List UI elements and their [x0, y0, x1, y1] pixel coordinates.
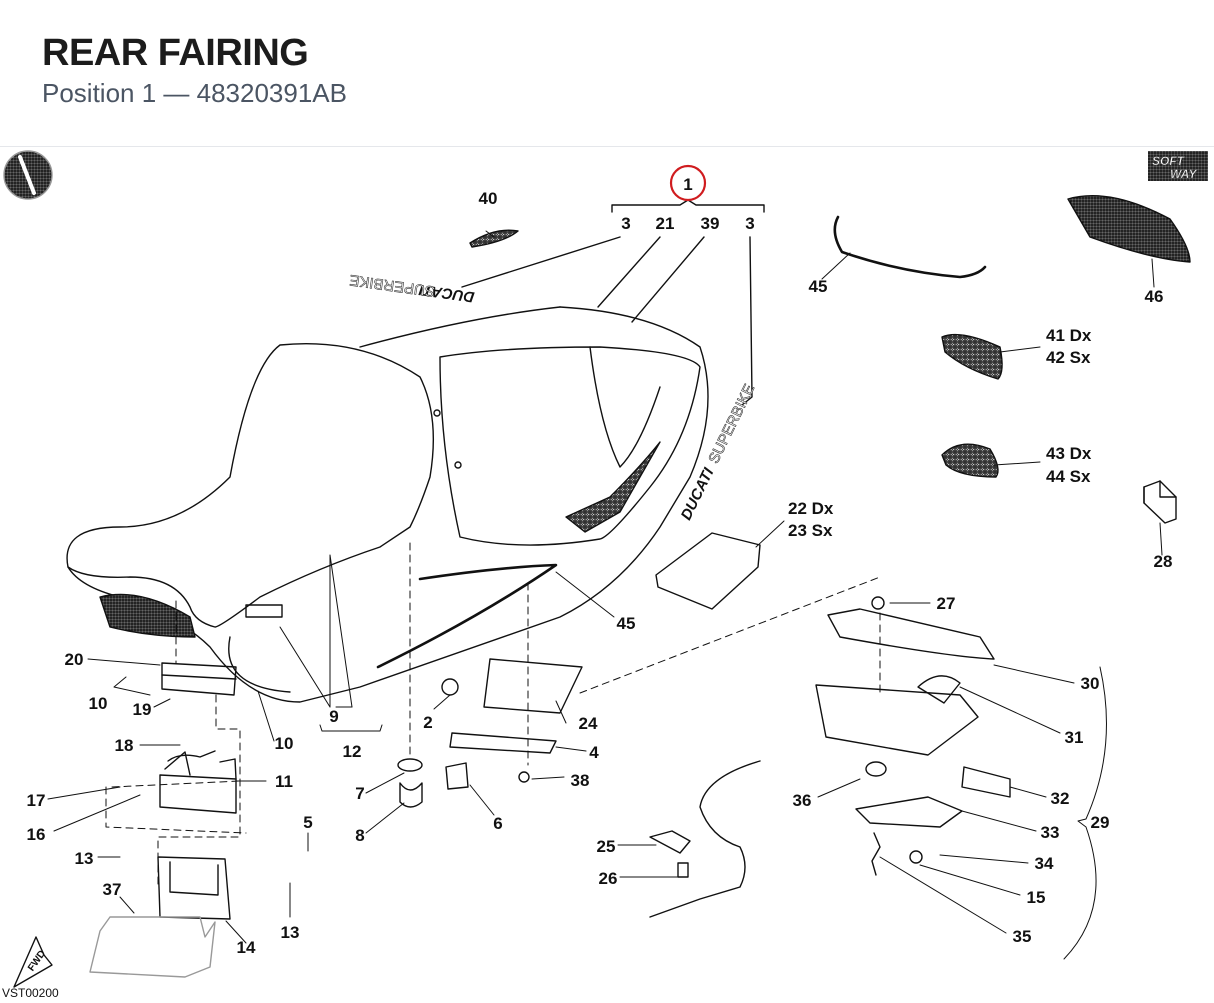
page-subtitle: Position 1 — 48320391AB	[42, 78, 347, 108]
softway-logo: SOFT WAY	[1148, 151, 1208, 181]
softway-logo-line2: WAY	[1170, 167, 1197, 181]
callout-45-body: 45	[617, 614, 636, 633]
callout-24: 24	[579, 714, 598, 733]
seat-fairing-body	[66, 306, 709, 703]
callout-36: 36	[793, 791, 812, 810]
callout-14: 14	[237, 938, 256, 957]
callout-42: 42 Sx	[1046, 348, 1091, 367]
assembly-callout-21: 21	[656, 214, 675, 233]
callout-38: 38	[571, 771, 590, 790]
callout-10-left: 10	[89, 694, 108, 713]
callout-13-right: 13	[281, 923, 300, 942]
callout-26: 26	[599, 869, 618, 888]
center-mount-parts	[397, 658, 583, 808]
part-45-trim-strip-top	[833, 215, 987, 279]
callout-25: 25	[597, 837, 616, 856]
callout-18: 18	[115, 736, 134, 755]
callout-8: 8	[355, 826, 364, 845]
assembly-marker-label: 1	[683, 175, 692, 194]
callout-32: 32	[1051, 789, 1070, 808]
callout-13-left: 13	[75, 849, 94, 868]
callout-34: 34	[1035, 854, 1054, 873]
callout-28: 28	[1154, 552, 1173, 571]
callout-19: 19	[133, 700, 152, 719]
callout-9: 9	[329, 707, 338, 726]
page-title: REAR FAIRING	[42, 32, 309, 74]
callout-7: 7	[355, 784, 364, 803]
part-40-badge	[469, 229, 519, 248]
assembly-callout-3b: 3	[745, 214, 754, 233]
part-28-bracket	[1143, 480, 1177, 524]
callout-15: 15	[1027, 888, 1046, 907]
callout-35: 35	[1013, 927, 1032, 946]
part-46-mesh-panel	[1067, 195, 1191, 263]
callout-31: 31	[1065, 728, 1084, 747]
tail-light-assembly	[649, 596, 1011, 918]
callout-37: 37	[103, 880, 122, 899]
callout-10-right: 10	[275, 734, 294, 753]
seat-latch-assembly: FWD	[13, 604, 283, 988]
assembly-callout-3a: 3	[621, 214, 630, 233]
assembly-marker-circle	[669, 164, 707, 202]
callout-2: 2	[423, 713, 432, 732]
callout-29: 29	[1091, 813, 1110, 832]
callout-46: 46	[1145, 287, 1164, 306]
callout-41: 41 Dx	[1046, 326, 1092, 345]
assembly-callout-39: 39	[701, 214, 720, 233]
callout-20: 20	[65, 650, 84, 669]
callout-40: 40	[479, 189, 498, 208]
drawing-code: VST00200	[2, 986, 59, 1000]
callout-45-top: 45	[809, 277, 828, 296]
page-header: REAR FAIRING Position 1 — 48320391AB	[0, 0, 1214, 146]
callout-4: 4	[589, 743, 599, 762]
softway-logo-line1: SOFT	[1152, 154, 1186, 168]
exploded-parts-diagram: SOFT WAY 1 3 21 39 3 DUCATI SUPERBIKE DU…	[3, 150, 1208, 988]
callout-6: 6	[493, 814, 502, 833]
ducati-superbike-decal-side: DUCATI SUPERBIKE	[678, 381, 759, 523]
part-43-44-grille	[941, 443, 999, 478]
callout-17: 17	[27, 791, 46, 810]
callout-5: 5	[303, 813, 312, 832]
header-divider	[0, 146, 1214, 147]
callout-23: 23 Sx	[788, 521, 833, 540]
ducati-superbike-decal-top: DUCATI SUPERBIKE	[348, 271, 475, 306]
ducati-corner-logo	[3, 150, 53, 200]
decal-side-superbike: SUPERBIKE	[705, 382, 758, 467]
callout-16: 16	[27, 825, 46, 844]
callout-12: 12	[343, 742, 362, 761]
assembly-guide-lines	[105, 542, 881, 888]
fwd-arrow-icon	[13, 936, 53, 988]
callout-30: 30	[1081, 674, 1100, 693]
callout-11: 11	[275, 772, 293, 791]
decal-side-ducati: DUCATI	[678, 465, 718, 523]
callout-33: 33	[1041, 823, 1060, 842]
decal-top-superbike: SUPERBIKE	[349, 271, 436, 300]
assembly-bracket: 1 3 21 39 3	[461, 164, 765, 406]
callout-27: 27	[937, 594, 956, 613]
part-callouts: 40 45 46 41 Dx 42 Sx 43 Dx 44 Sx 28 22 D…	[27, 189, 1173, 957]
callout-43: 43 Dx	[1046, 444, 1092, 463]
callout-44: 44 Sx	[1046, 467, 1091, 486]
part-41-42-grille	[941, 333, 1003, 380]
part-22-23-pad	[655, 532, 761, 610]
callout-22: 22 Dx	[788, 499, 834, 518]
callout-leader-lines	[47, 230, 1163, 960]
